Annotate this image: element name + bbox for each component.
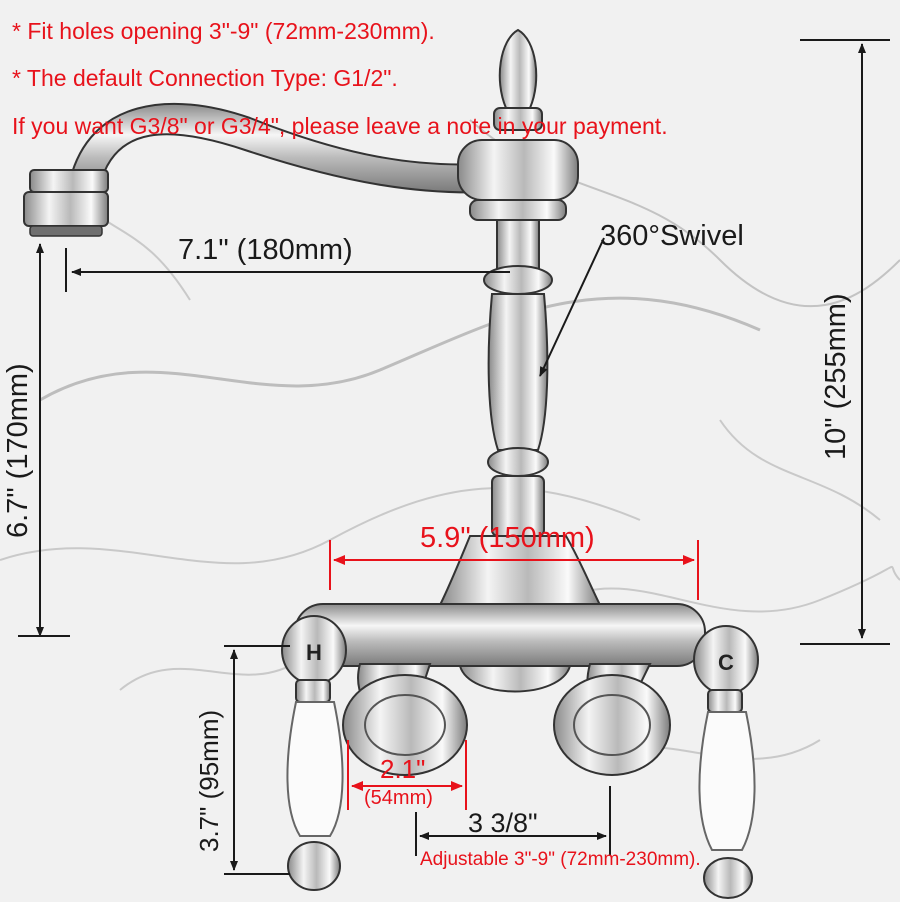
dimension-lines-black bbox=[18, 39, 890, 875]
finial-knob bbox=[493, 28, 543, 131]
note-custom-connection: If you want G3/8" or G3/4", please leave… bbox=[12, 113, 668, 139]
spout bbox=[23, 102, 521, 237]
cold-handle-label: C bbox=[718, 650, 734, 675]
faucet-body bbox=[294, 603, 706, 693]
note-connection-type: * The default Connection Type: G1/2". bbox=[12, 65, 398, 91]
adjustable-range-label: Adjustable 3"-9" (72mm-230mm). bbox=[420, 849, 701, 870]
right-wall-leg bbox=[553, 663, 671, 776]
cold-handle bbox=[693, 625, 759, 899]
swivel-collar bbox=[457, 139, 579, 221]
spout-reach-label: 7.1" (180mm) bbox=[178, 234, 353, 266]
handle-height-label: 3.7" (95mm) bbox=[194, 709, 224, 852]
total-height-label: 10" (255mm) bbox=[820, 293, 852, 460]
dimension-lines-red bbox=[329, 540, 699, 810]
hot-handle-label: H bbox=[306, 640, 322, 665]
flange-width-inch-label: 2.1" bbox=[380, 754, 426, 784]
leg-length-label: 3 3/8" bbox=[468, 808, 538, 838]
spout-height-label: 6.7" (170mm) bbox=[2, 363, 34, 538]
hot-handle bbox=[281, 615, 347, 891]
center-spacing-label: 5.9" (150mm) bbox=[420, 522, 595, 554]
flange-width-mm-label: (54mm) bbox=[364, 787, 433, 809]
swivel-label: 360°Swivel bbox=[600, 220, 744, 252]
left-wall-leg bbox=[342, 663, 468, 776]
riser-column bbox=[438, 219, 602, 606]
note-hole-range: * Fit holes opening 3"-9" (72mm-230mm). bbox=[12, 18, 435, 44]
